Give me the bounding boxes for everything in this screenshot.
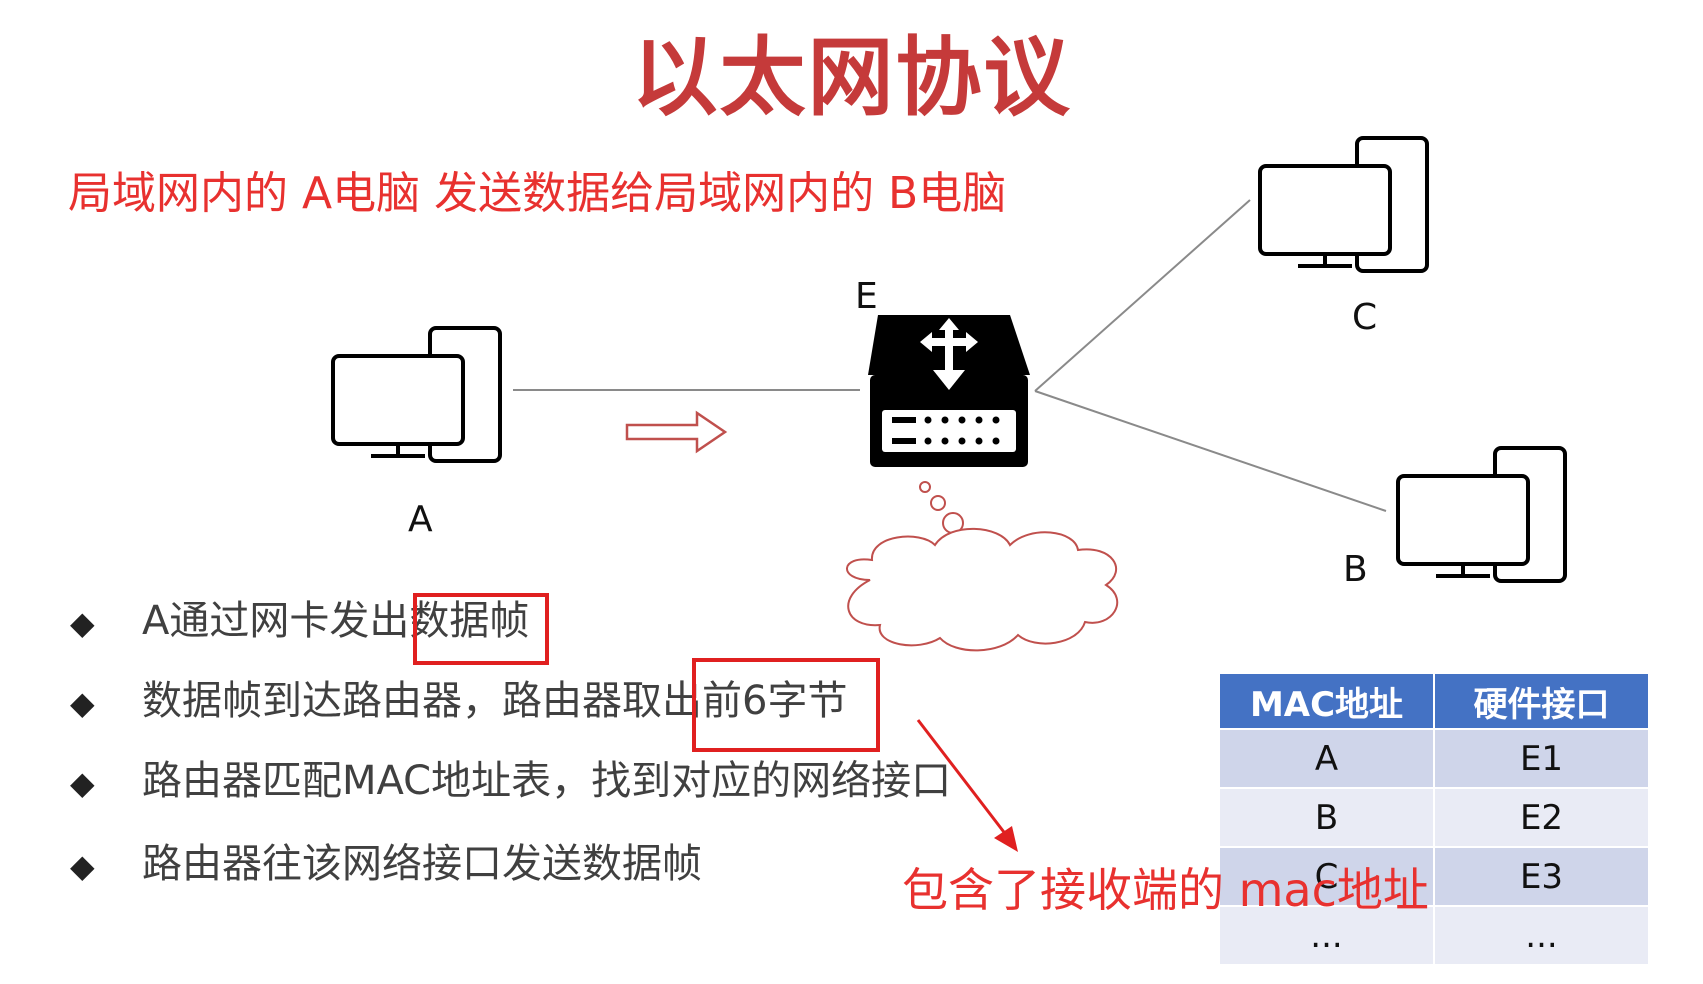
thought-cloud [846,481,1119,652]
link-router-c [1034,199,1251,392]
highlight-box [692,658,880,752]
bullet-item: ◆A通过网卡发出数据帧 [70,596,529,648]
computer-icon [1396,446,1567,583]
node-label-c: C [1352,297,1378,338]
computer-icon [1258,136,1429,273]
table-header-interface: 硬件接口 [1435,674,1648,728]
node-label-a: A [408,499,433,540]
link-router-b [1034,390,1387,512]
bullet-item: ◆路由器匹配MAC地址表，找到对应的网络接口 [70,756,951,808]
highlight-box [413,593,549,665]
computer-icon [331,326,502,463]
bullet-item: ◆数据帧到达路由器，路由器取出前6字节 [70,676,847,728]
diamond-bullet-icon: ◆ [70,847,95,885]
bullet-item: ◆路由器往该网络接口发送数据帧 [70,839,702,891]
diamond-bullet-icon: ◆ [70,684,95,722]
diamond-bullet-icon: ◆ [70,764,95,802]
page-title: 以太网协议 [631,28,1072,128]
node-label-e: E [855,276,878,317]
highlighted-term: 前6字节 [702,678,848,724]
table-row: ...... [1220,907,1648,964]
subtitle: 局域网内的 A电脑 发送数据给局域网内的 B电脑 [68,168,1007,219]
table-header-mac: MAC地址 [1220,674,1433,728]
router-icon [868,315,1030,467]
node-label-b: B [1343,549,1368,590]
arrow-right-outline [625,410,728,454]
highlighted-term: 数据帧 [409,598,530,644]
annotation-text: 包含了接收端的 mac地址 [902,863,1429,917]
annotation-arrow [916,719,1018,852]
diamond-bullet-icon: ◆ [70,604,95,642]
